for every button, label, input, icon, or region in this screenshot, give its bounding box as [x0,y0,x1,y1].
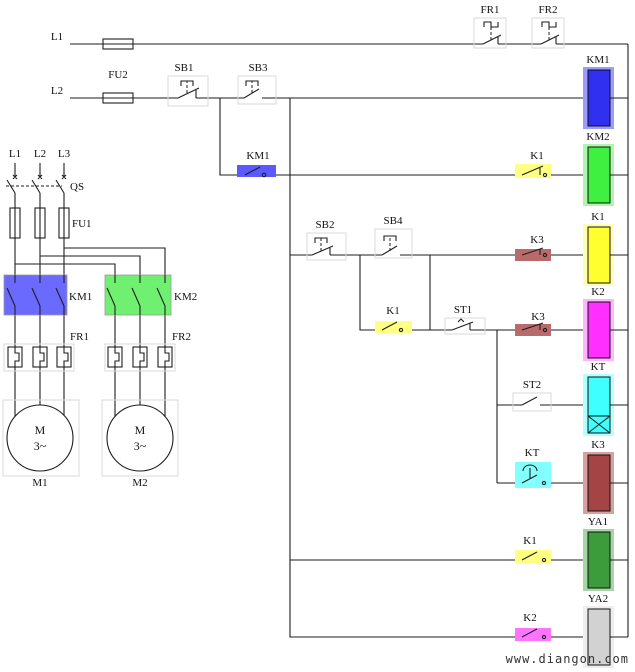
km2-coil: KM2 [583,131,628,206]
km1-power-label: KM1 [69,291,92,303]
km2-power-label: KM2 [174,291,197,303]
kt-contact-label: KT [525,447,540,459]
k2-coil: K2 [583,286,628,361]
qs-isolating-switch: QS [6,174,84,194]
fr1-thermal-relay: FR1 [3,331,89,372]
ya1-solenoid: YA1 [583,516,628,591]
km2-coil-label: KM2 [586,131,609,143]
k1-hold-label: K1 [386,305,399,317]
motor-m1-phase: 3~ [34,439,47,453]
k2-contact-ya2-row: K2 [515,612,551,641]
l1-supply-line: L1 [51,31,628,50]
power-l1-label: L1 [9,148,21,160]
l1-fuse [102,38,134,50]
sb1-label: SB1 [175,62,194,74]
k1-contact-ya1-label: K1 [523,535,536,547]
motor-m1: M 3~ M1 [2,399,80,489]
l2-label: L2 [51,85,63,97]
fu1-fuses: FU1 [9,207,92,239]
fr2-thermal-relay: FR2 [104,331,191,372]
motor-m2-symbol: M [135,423,146,437]
ya1-label: YA1 [588,516,608,528]
k1-holding-contact: K1 [375,305,412,333]
st2-label: ST2 [523,379,541,391]
k1-coil: K1 [583,211,628,286]
power-l2-label: L2 [34,148,46,160]
fu1-label: FU1 [72,218,92,230]
control-wiring [219,98,588,638]
st1-label: ST1 [454,304,472,316]
k3-contact-k2-row: K3 [515,311,551,336]
fu2-label: FU2 [108,69,128,81]
k3-coil-label: K3 [591,439,605,451]
sb1-pushbutton: SB1 [167,62,209,107]
power-wiring [14,163,166,417]
km1-contact-label: KM1 [246,150,269,162]
ya2-solenoid: YA2 [583,593,628,668]
motor-m2: M 3~ M2 [101,399,179,489]
kt-timer-contact: KT [515,447,551,488]
km2-main-contacts: KM2 [104,274,197,316]
km1-main-contacts: KM1 [3,274,92,316]
fr2-label: FR2 [539,4,558,16]
fr1-label: FR1 [481,4,500,16]
sb3-label: SB3 [249,62,268,74]
fr1-overload-contact: FR1 [473,4,507,49]
km1-coil: KM1 [583,54,628,129]
k3-contact-k2-label: K3 [531,311,545,323]
k3-contact-k1-row: K3 [515,234,551,261]
ya2-label: YA2 [588,593,608,605]
k1-contact-ya1-row: K1 [515,535,551,563]
qs-label: QS [70,181,84,193]
sb4-pushbutton: SB4 [374,215,413,259]
sb2-label: SB2 [316,219,335,231]
kt-coil-label: KT [591,361,606,373]
motor-m2-phase: 3~ [134,439,147,453]
k1-coil-label: K1 [591,211,604,223]
fr2-overload-contact: FR2 [531,4,565,49]
k3-contact-label: K3 [530,234,544,246]
sb4-label: SB4 [384,215,403,227]
st1-limit-switch: ST1 [444,304,486,335]
motor-m1-label: M1 [32,477,47,489]
k2-contact-label: K2 [523,612,536,624]
power-circuit: L1 L2 L3 QS FU1 KM1 [2,148,197,489]
l2-supply-line: L2 FU2 [51,69,588,104]
k1-contact-label: K1 [530,150,543,162]
fr2-power-label: FR2 [172,331,191,343]
sb2-pushbutton: SB2 [306,219,347,261]
k3-coil: K3 [583,439,628,514]
st2-limit-switch: ST2 [512,379,552,412]
km1-coil-label: KM1 [586,54,609,66]
k1-contact-km2-row: K1 [515,150,551,178]
motor-m2-label: M2 [132,477,147,489]
fr1-power-label: FR1 [70,331,89,343]
motor-m1-symbol: M [35,423,46,437]
km1-holding-contact: KM1 [237,150,276,178]
kt-timer-coil: KT [583,361,628,436]
sb3-pushbutton: SB3 [237,62,277,105]
power-l3-label: L3 [58,148,71,160]
k2-coil-label: K2 [591,286,604,298]
watermark: www.diangon.com [506,652,629,666]
fu2-fuse: FU2 [102,69,134,104]
l1-label: L1 [51,31,63,43]
